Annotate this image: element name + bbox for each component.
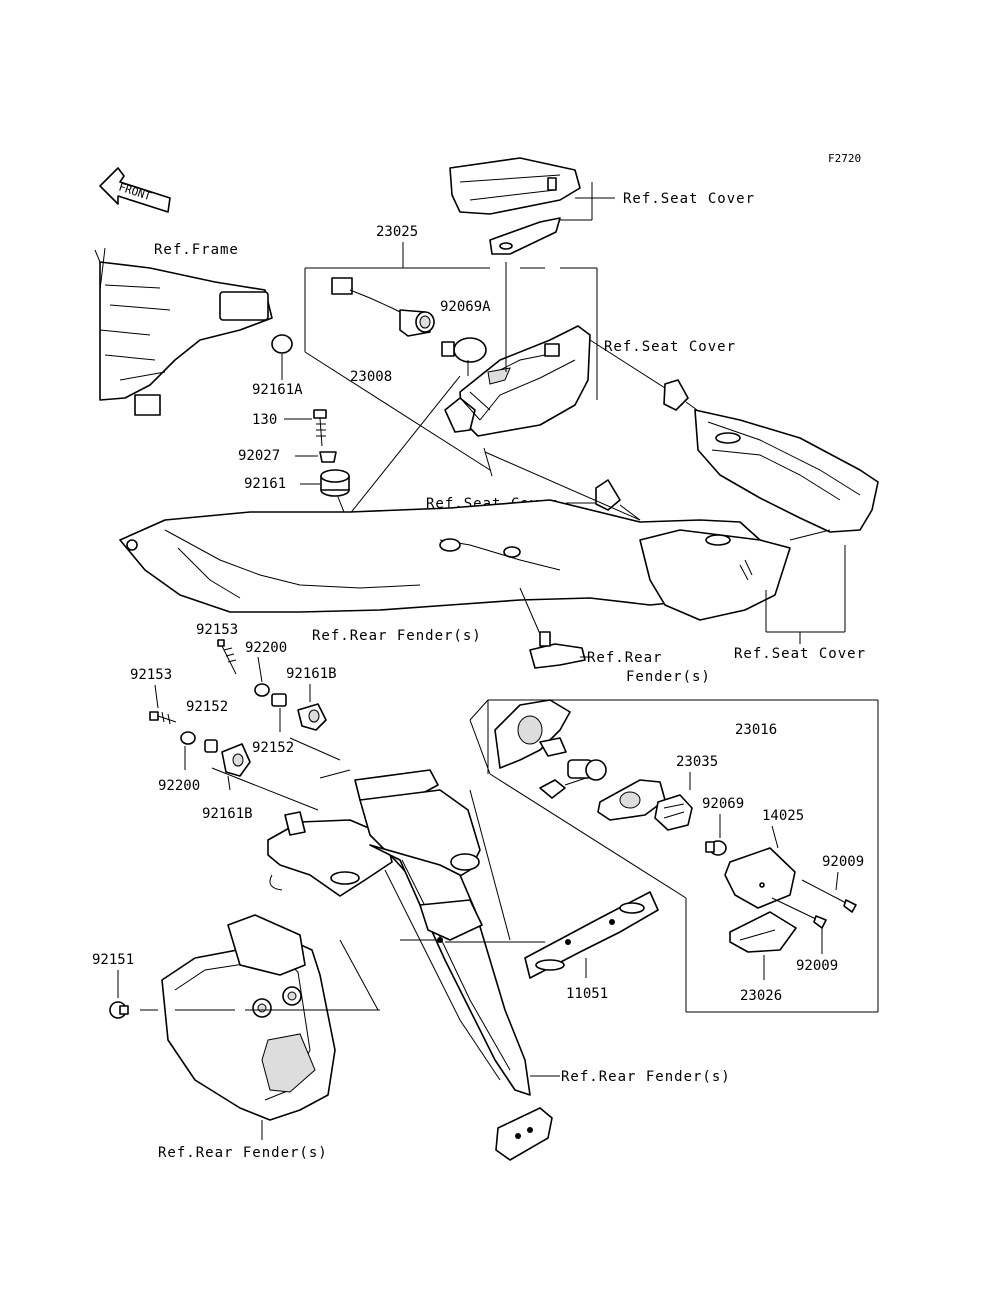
part-92153b: 92153	[130, 667, 172, 683]
screw-92153b	[149, 711, 177, 725]
frame-part	[94, 247, 273, 416]
grommet-92161Ba	[297, 703, 327, 731]
license-bracket	[267, 769, 553, 1161]
screw-92009a	[801, 879, 857, 913]
bulb-92069	[705, 840, 727, 856]
ref-rear-fender-3: Ref.Rear Fender(s)	[561, 1069, 731, 1085]
part-92009b: 92009	[796, 958, 838, 974]
part-23008: 23008	[350, 369, 392, 385]
bracket-11051	[524, 891, 659, 979]
rear-fender-bracket	[529, 631, 586, 669]
part-23035: 23035	[676, 754, 718, 770]
part-23026: 23026	[740, 988, 782, 1004]
bolt-92151	[109, 1001, 129, 1019]
part-92151: 92151	[92, 952, 134, 968]
part-92161Ba: 92161B	[286, 666, 337, 682]
ref-rear-fender-2a: Ref.Rear	[587, 650, 662, 666]
part-92200a: 92200	[245, 640, 287, 656]
part-92153a: 92153	[196, 622, 238, 638]
collar-92152a	[271, 693, 287, 707]
socket-wire-23008	[331, 277, 435, 337]
light-base	[494, 699, 607, 799]
part-92161: 92161	[244, 476, 286, 492]
washer-92200a	[254, 683, 270, 697]
screw-92153a	[217, 639, 237, 675]
part-92200b: 92200	[158, 778, 200, 794]
part-92069: 92069	[702, 796, 744, 812]
clip-part-2	[595, 479, 621, 511]
ref-seat-cover-4: Ref.Seat Cover	[734, 646, 866, 662]
collar-92027	[319, 451, 337, 463]
seat-cover-right	[694, 409, 879, 533]
gasket-23026	[729, 911, 797, 953]
bulb-92069A	[441, 337, 487, 363]
front-arrow-icon: FRONT	[99, 167, 171, 213]
grommet-92161	[320, 469, 350, 497]
part-92009a: 92009	[822, 854, 864, 870]
under-tail-main	[119, 499, 791, 621]
tail-light-housing	[444, 325, 591, 437]
washer-92200b	[180, 731, 196, 745]
fender-reflector	[161, 914, 336, 1121]
part-130: 130	[252, 412, 277, 428]
lens-cover-14025	[724, 847, 796, 909]
bracket-top	[449, 157, 581, 255]
grommet-92161Bb	[221, 743, 251, 777]
ref-frame-label: Ref.Frame	[154, 242, 239, 258]
lens-23035	[654, 794, 693, 831]
collar-92152b	[204, 739, 218, 753]
lens-holder	[597, 779, 666, 821]
part-92027: 92027	[238, 448, 280, 464]
part-92152b: 92152	[252, 740, 294, 756]
bolt-130	[313, 409, 327, 447]
part-92161Bb: 92161B	[202, 806, 253, 822]
part-11051: 11051	[566, 986, 608, 1002]
part-92069A: 92069A	[440, 299, 491, 315]
figure-code: F2720	[828, 152, 861, 165]
part-14025: 14025	[762, 808, 804, 824]
clip-part	[663, 379, 689, 411]
ref-seat-cover-2: Ref.Seat Cover	[604, 339, 736, 355]
part-92161A: 92161A	[252, 382, 303, 398]
part-23016: 23016	[735, 722, 777, 738]
ref-rear-fender-1: Ref.Rear Fender(s)	[312, 628, 482, 644]
ref-rear-fender-2b: Fender(s)	[626, 669, 711, 685]
ref-rear-fender-4: Ref.Rear Fender(s)	[158, 1145, 328, 1161]
part-92152a: 92152	[186, 699, 228, 715]
ref-seat-cover-1: Ref.Seat Cover	[623, 191, 755, 207]
grommet-92161A	[271, 334, 293, 354]
part-23025: 23025	[376, 224, 418, 240]
